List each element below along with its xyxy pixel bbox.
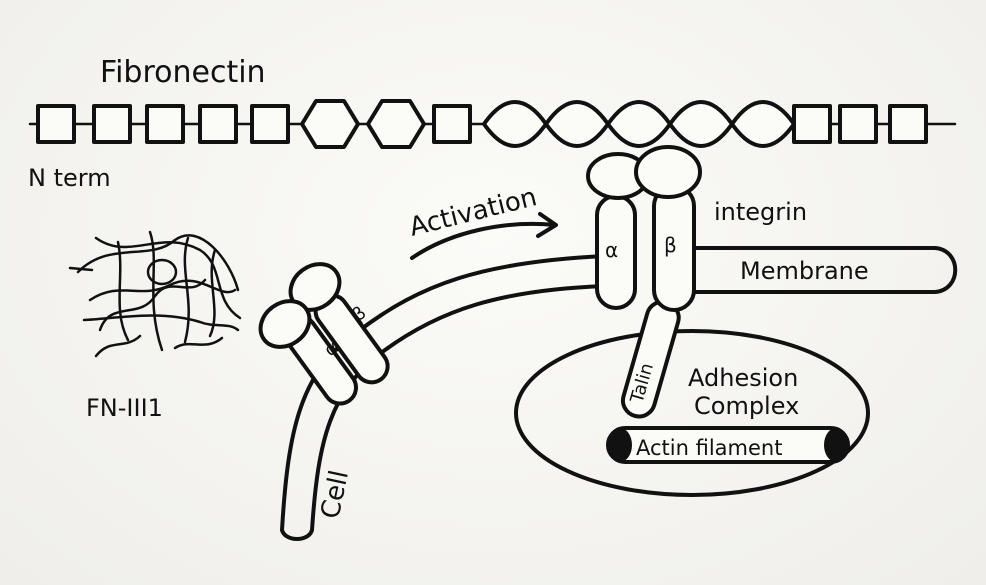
actin-filament-label: Actin filament xyxy=(636,436,782,460)
cell-label: Cell xyxy=(316,468,355,522)
fibronectin-label: Fibronectin xyxy=(100,55,266,90)
n-term-label: N term xyxy=(28,164,111,192)
cell-membrane-inner xyxy=(310,284,607,532)
talin xyxy=(620,299,681,419)
membrane-tube xyxy=(693,246,958,294)
fibronectin-domain-leaf xyxy=(544,100,610,148)
fn-iii-tangle xyxy=(68,230,242,358)
fibronectin-domain-square xyxy=(92,104,132,144)
cell-membrane-end xyxy=(280,528,314,541)
fibronectin-domain-chain xyxy=(36,99,928,149)
activation-arrow xyxy=(410,212,558,260)
fibronectin-domain-leaf xyxy=(668,100,734,148)
active-beta-label: β xyxy=(664,233,677,257)
actin-filament xyxy=(606,426,850,464)
fibronectin-domain-square xyxy=(432,104,472,144)
fibronectin-domain-square xyxy=(838,104,878,144)
inactive-integrin: β α xyxy=(258,262,390,406)
active-alpha-label: α xyxy=(605,238,618,262)
inactive-integrin-head-alpha xyxy=(258,299,312,349)
fibronectin-domain-square xyxy=(145,104,185,144)
adhesion-complex-boundary xyxy=(514,329,870,497)
fibronectin-domain-leaf xyxy=(730,100,796,148)
fibronectin-domain-square xyxy=(888,104,928,144)
fibronectin-domain-hexagon xyxy=(366,99,426,149)
fibronectin-domain-leaf xyxy=(482,100,548,148)
fibronectin-domain-leaf xyxy=(606,100,672,148)
fn-iii-label: FN-III1 xyxy=(86,394,163,422)
integrin-label: integrin xyxy=(714,198,807,226)
fibronectin-domain-hexagon xyxy=(300,99,360,149)
fibronectin-domain-square xyxy=(36,104,76,144)
active-integrin: α β xyxy=(586,145,702,312)
adhesion-label: Adhesion xyxy=(688,364,798,392)
activation-label: Activation xyxy=(406,182,540,243)
fibronectin-domain-square xyxy=(198,104,238,144)
fibronectin-domain-square xyxy=(250,104,290,144)
membrane-label: Membrane xyxy=(740,257,869,285)
complex-label: Complex xyxy=(694,392,799,420)
fibronectin-domain-square xyxy=(792,104,832,144)
integrin-beta-head xyxy=(634,145,702,199)
